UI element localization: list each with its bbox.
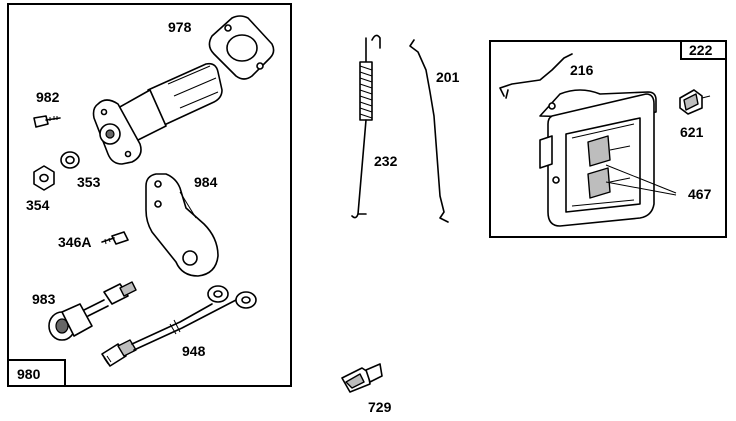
part-948-wire-harness	[101, 285, 257, 367]
governor-shaft-assembly	[92, 62, 223, 165]
label-467-leaders	[605, 164, 677, 196]
part-978-gasket	[208, 15, 275, 80]
part-982-screw	[33, 115, 61, 128]
label-354: 354	[26, 197, 50, 213]
part-983-grommet-connector	[48, 281, 137, 341]
part-216-wire-link	[499, 53, 573, 99]
part-729-clip	[341, 363, 383, 393]
part-353-washer	[60, 151, 80, 169]
label-983: 983	[32, 291, 56, 307]
label-984: 984	[194, 174, 218, 190]
control-bracket-assembly	[539, 89, 657, 227]
label-201: 201	[436, 69, 460, 85]
kit-222-number: 222	[689, 42, 713, 58]
part-354-nut	[33, 165, 55, 191]
kit-980-frame: 980	[7, 3, 292, 387]
label-621: 621	[680, 124, 704, 140]
label-982: 982	[36, 89, 60, 105]
label-353: 353	[77, 174, 101, 190]
label-232: 232	[374, 153, 398, 169]
kit-980-number: 980	[17, 366, 41, 382]
kit-222-frame: 222	[489, 40, 727, 238]
label-346a: 346A	[58, 234, 91, 250]
part-346a-screw	[101, 231, 129, 245]
part-984-bracket	[145, 173, 219, 277]
label-216: 216	[570, 62, 594, 78]
part-232-spring	[351, 34, 381, 219]
part-201-link-rod	[409, 39, 449, 223]
label-467: 467	[688, 186, 712, 202]
label-978: 978	[168, 19, 192, 35]
label-729: 729	[368, 399, 392, 415]
part-621-clip	[679, 89, 711, 115]
label-948: 948	[182, 343, 206, 359]
